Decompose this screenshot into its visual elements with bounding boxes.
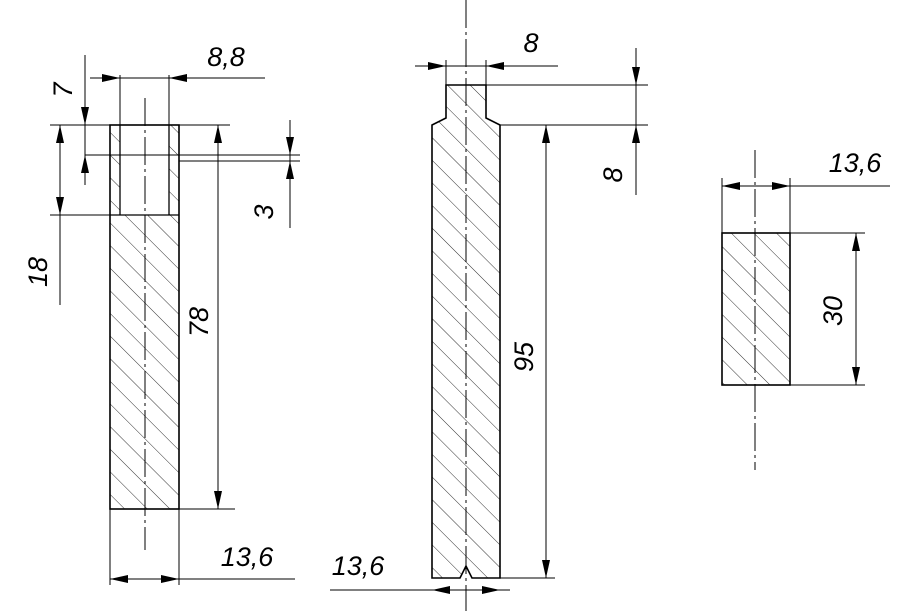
- dim-b-tip-width: 8: [523, 28, 538, 58]
- part-a-head-wall-left: [110, 125, 120, 215]
- dim-b-tip-height: 8: [598, 167, 628, 182]
- dim-a-bore-depth: 7: [48, 82, 78, 98]
- part-a: 7 8,8 3 18 78 13,6: [23, 42, 300, 585]
- dim-c-width: 13,6: [829, 148, 883, 178]
- dim-b-length: 95: [509, 341, 539, 372]
- dim-a-bore-width: 8,8: [207, 42, 245, 72]
- dim-a-head-height: 18: [23, 257, 53, 287]
- part-a-head-wall-right: [169, 125, 179, 215]
- part-b: 8 8 95 13,6: [330, 0, 648, 611]
- dim-a-width: 13,6: [221, 542, 275, 572]
- part-c: 13,6 30: [721, 148, 890, 470]
- part-c-outline: [721, 232, 791, 386]
- part-b-outline: [431, 84, 501, 579]
- dim-a-length: 78: [184, 307, 214, 337]
- dim-c-height: 30: [818, 296, 848, 326]
- dim-a-chamfer: 3: [249, 204, 279, 219]
- part-c-body-hatch: [722, 233, 790, 385]
- dim-b-width: 13,6: [332, 551, 386, 581]
